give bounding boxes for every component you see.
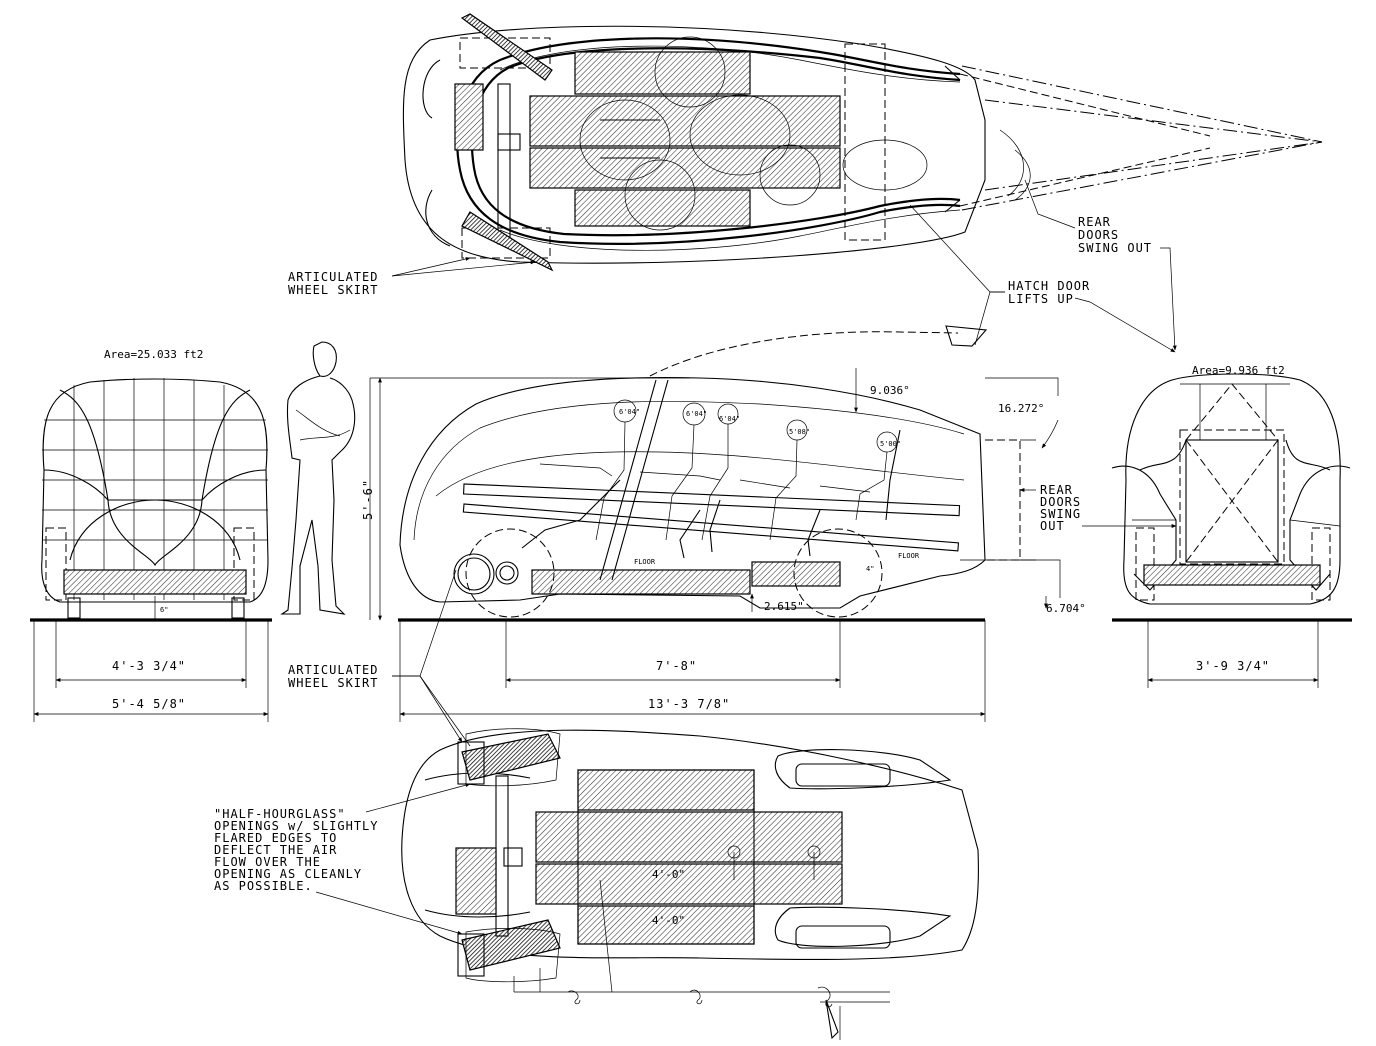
svg-text:DOORS: DOORS [1040,495,1081,509]
label-rear-doors-top: REAR DOORS SWING OUT [1024,179,1177,351]
svg-text:OPENINGS w/ SLIGHTLY: OPENINGS w/ SLIGHTLY [214,819,379,833]
svg-text:LIFTS UP: LIFTS UP [1008,292,1074,306]
label-hatch-door: HATCH DOOR LIFTS UP [909,204,1176,353]
rear-track-dim: 3'-9 3/4" [1196,659,1270,673]
svg-text:FLOOR: FLOOR [634,558,656,566]
svg-text:DOORS: DOORS [1078,228,1119,242]
svg-text:WHEEL SKIRT: WHEEL SKIRT [288,676,378,690]
svg-text:FLOOR: FLOOR [898,552,920,560]
front-view: Area=25.033 ft2 6" [30,348,272,722]
wheelbase-dim: 7'-8" [656,659,697,673]
roof-angle: 9.036° [870,384,910,397]
svg-text:6'04": 6'04" [619,408,640,416]
svg-text:SWING OUT: SWING OUT [1078,241,1152,255]
svg-text:ARTICULATED: ARTICULATED [288,663,378,677]
svg-text:FLOW OVER THE: FLOW OVER THE [214,855,321,869]
svg-text:5'00": 5'00" [880,440,901,448]
svg-text:OPENING AS CLEANLY: OPENING AS CLEANLY [214,867,362,881]
svg-text:5'08": 5'08" [789,428,810,436]
svg-text:6'04": 6'04" [719,415,740,423]
svg-text:AS POSSIBLE.: AS POSSIBLE. [214,879,313,893]
svg-text:OUT: OUT [1040,519,1065,533]
bottom-plan-view: 4'-0" 4'-0" [401,728,979,1040]
svg-text:FLARED EDGES TO: FLARED EDGES TO [214,831,337,845]
rear-upper-angle: 16.272° [998,402,1044,415]
svg-text:WHEEL SKIRT: WHEEL SKIRT [288,283,378,297]
svg-text:REAR: REAR [1040,483,1073,497]
svg-text:"HALF-HOURGLASS": "HALF-HOURGLASS" [214,807,346,821]
top-plan-view [402,13,1323,272]
svg-text:REAR: REAR [1078,215,1111,229]
label-articulated-skirt-top: ARTICULATED WHEEL SKIRT [288,257,536,297]
rear-lower-angle: 6.704° [1046,602,1086,615]
svg-text:HATCH DOOR: HATCH DOOR [1008,279,1090,293]
label-articulated-skirt-mid: ARTICULATED WHEEL SKIRT [288,569,471,747]
human-figure [280,341,356,615]
svg-text:6'04": 6'04" [686,410,707,418]
label-rear-doors-side: REAR DOORS SWING OUT [1019,483,1177,533]
height-dim: 5'-6" [361,479,375,520]
svg-text:4'-0": 4'-0" [652,868,685,881]
rear-view: Area=9.936 ft2 3'-9 3/4" [1111,364,1352,688]
front-width-dim: 5'-4 5/8" [112,697,186,711]
svg-text:4'-0": 4'-0" [652,914,685,927]
front-track-dim: 4'-3 3/4" [112,659,186,673]
front-area-label: Area=25.033 ft2 [104,348,203,361]
rear-area-label: Area=9.936 ft2 [1192,364,1285,377]
svg-text:DEFLECT THE AIR: DEFLECT THE AIR [214,843,337,857]
overall-length-dim: 13'-3 7/8" [648,697,730,711]
svg-text:6": 6" [160,606,168,614]
floor-clearance-dim: 2.615" [764,600,804,613]
side-view: 6'04" 6'04" 6'04" 5'08" 5'00" FLOOR FLOO… [361,325,1177,722]
svg-text:ARTICULATED: ARTICULATED [288,270,378,284]
svg-text:SWING: SWING [1040,507,1081,521]
label-half-hourglass: "HALF-HOURGLASS" OPENINGS w/ SLIGHTLY FL… [214,783,471,935]
svg-text:4": 4" [866,565,874,573]
